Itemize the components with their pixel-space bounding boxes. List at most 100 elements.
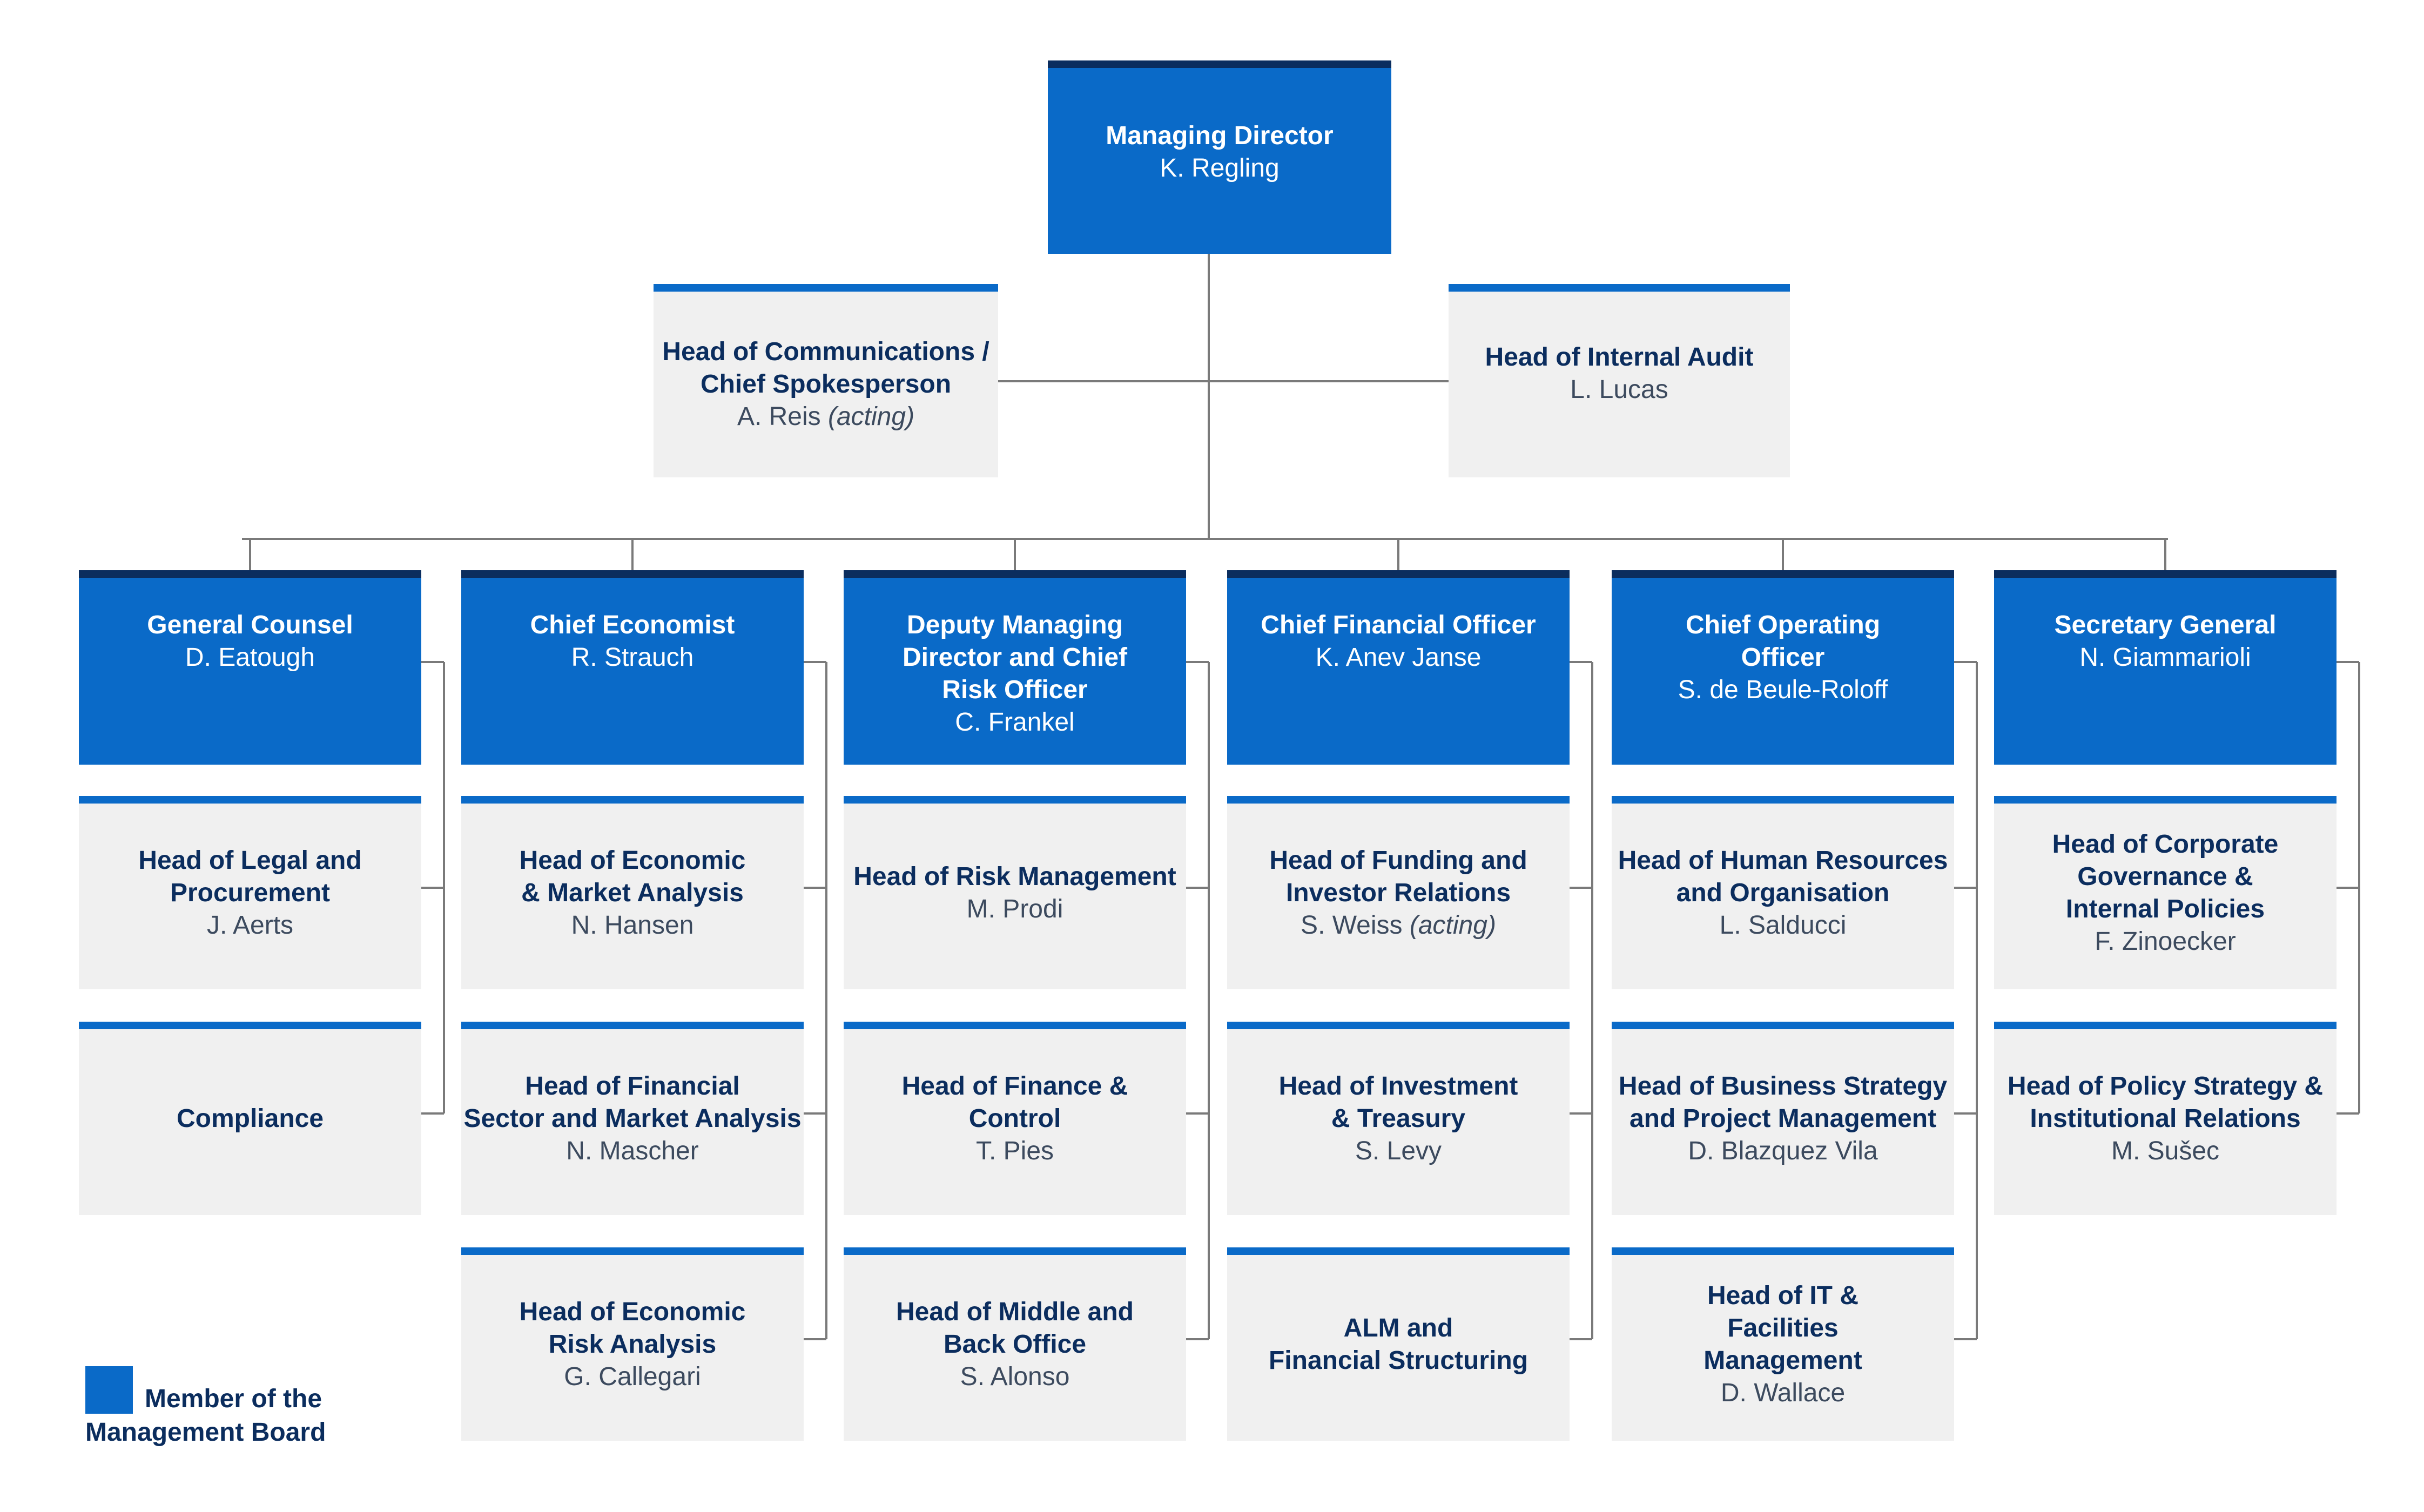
division-box-head-of-finance-control-person: T. Pies <box>975 1137 1054 1165</box>
board-box-chief-economist-title-line-1: Chief Economist <box>530 611 735 639</box>
board-box-deputy-managing-director-and-chief-risk-officer-person: C. Frankel <box>955 708 1075 737</box>
division-box-head-of-economic-market-analysis: Head of Economic & Market Analysis N. Hans… <box>461 796 804 989</box>
board-box-secretary-general-text: Secretary General N. Giammarioli <box>1996 609 2334 674</box>
division-box-head-of-corporate-governance-internal-policies-person: F. Zinoecker <box>2095 927 2236 956</box>
board-box-general-counsel: General Counsel D. Eatough <box>79 570 421 765</box>
managing-director-name: K. Regling <box>1160 154 1280 183</box>
division-box-head-of-investment-treasury-title-line-1: Head of Investment <box>1278 1072 1518 1101</box>
board-box-secretary-general-title-line-1: Secretary General <box>2054 611 2277 639</box>
division-box-head-of-business-strategy-and-project-management-person: D. Blazquez Vila <box>1688 1137 1878 1165</box>
division-box-head-of-middle-and-back-office-title-line-2: Back Office <box>943 1330 1087 1359</box>
board-box-chief-economist: Chief Economist R. Strauch <box>461 570 804 765</box>
division-box-head-of-legal-and-procurement-title-line-2: Procurement <box>170 879 331 907</box>
communications-name: A. Reis (acting) <box>656 401 996 433</box>
board-box-general-counsel-text: General Counsel D. Eatough <box>81 609 419 674</box>
board-box-chief-economist-text: Chief Economist R. Strauch <box>463 609 802 674</box>
division-box-head-of-human-resources-and-organisation-title-line-1: Head of Human Resources <box>1618 846 1948 875</box>
division-box-head-of-legal-and-procurement-title-line-1: Head of Legal and <box>138 846 362 875</box>
communications-person: A. Reis <box>737 402 821 431</box>
managing-director-title: Managing Director <box>1106 122 1334 150</box>
division-box-head-of-economic-market-analysis-person: N. Hansen <box>571 911 694 940</box>
board-box-chief-financial-officer-text: Chief Financial Officer K. Anev Janse <box>1229 609 1567 674</box>
board-box-secretary-general-person: N. Giammarioli <box>2079 643 2251 672</box>
division-box-head-of-finance-control-title-line-2: Control <box>968 1104 1061 1133</box>
division-box-head-of-funding-and-investor-relations-acting: (acting) <box>1409 911 1496 940</box>
internal-audit-title: Head of Internal Audit <box>1485 343 1754 372</box>
division-box-head-of-economic-market-analysis-title-line-2: & Market Analysis <box>521 879 744 907</box>
division-box-head-of-corporate-governance-internal-policies-title-line-2: Governance & <box>2077 862 2253 891</box>
division-box-compliance-title-line-1: Compliance <box>176 1104 324 1133</box>
board-box-deputy-managing-director-and-chief-risk-officer-title-line-1: Deputy Managing <box>906 611 1123 639</box>
board-box-general-counsel-person: D. Eatough <box>185 643 315 672</box>
division-box-head-of-it-facilities-management-title-line-3: Management <box>1703 1346 1862 1375</box>
legend-line-2: Management Board <box>85 1418 326 1447</box>
board-box-deputy-managing-director-and-chief-risk-officer-title-line-3: Risk Officer <box>942 676 1088 704</box>
division-box-alm-and-financial-structuring-title-line-2: Financial Structuring <box>1268 1346 1529 1375</box>
division-box-head-of-economic-market-analysis-title-line-1: Head of Economic <box>519 846 746 875</box>
communications-acting: (acting) <box>828 402 915 431</box>
division-box-head-of-funding-and-investor-relations-title-line-2: Investor Relations <box>1285 879 1511 907</box>
board-box-chief-financial-officer-title-line-1: Chief Financial Officer <box>1261 611 1536 639</box>
managing-director-box: Managing Director K. Regling <box>1048 60 1391 254</box>
division-box-head-of-it-facilities-management-title-line-2: Facilities <box>1727 1314 1839 1342</box>
communications-box: Head of Communications / Chief Spokesper… <box>654 284 998 477</box>
division-box-head-of-business-strategy-and-project-management-title-line-1: Head of Business Strategy <box>1618 1072 1948 1101</box>
division-box-head-of-it-facilities-management-title-line-1: Head of IT & <box>1707 1281 1859 1310</box>
communications-title-line-2: Chief Spokesperson <box>700 370 952 399</box>
division-box-head-of-financial-sector-and-market-analysis-person: N. Mascher <box>566 1137 699 1165</box>
division-box-head-of-investment-treasury-title-line-2: & Treasury <box>1331 1104 1466 1133</box>
division-box-head-of-economic-market-analysis-text: Head of Economic & Market Analysis N. Hans… <box>463 845 802 942</box>
division-box-head-of-financial-sector-and-market-analysis-title-line-1: Head of Financial <box>525 1072 740 1101</box>
division-box-head-of-economic-risk-analysis-person: G. Callegari <box>564 1362 701 1391</box>
communications-title-line-1: Head of Communications / <box>662 338 989 366</box>
board-box-chief-operating-officer-title-line-2: Officer <box>1741 643 1825 672</box>
board-box-general-counsel-title-line-1: General Counsel <box>147 611 353 639</box>
internal-audit-box: Head of Internal Audit L. Lucas <box>1449 284 1790 477</box>
board-box-chief-operating-officer-title-line-1: Chief Operating <box>1685 611 1881 639</box>
division-box-head-of-policy-strategy-institutional-relations: Head of Policy Strategy &Institutional R… <box>1994 1022 2337 1215</box>
division-box-alm-and-financial-structuring-title-line-1: ALM and <box>1343 1314 1453 1342</box>
division-box-head-of-risk-management-title-line-1: Head of Risk Management <box>853 862 1176 891</box>
division-box-head-of-funding-and-investor-relations-person: S. Weiss (acting) <box>1301 911 1496 940</box>
division-box-head-of-legal-and-procurement-person: J. Aerts <box>206 911 294 940</box>
board-box-chief-economist-person: R. Strauch <box>571 643 694 672</box>
division-box-head-of-funding-and-investor-relations-title-line-1: Head of Funding and <box>1269 846 1527 875</box>
division-box-head-of-policy-strategy-institutional-relations-text: Head of Policy Strategy &Institutional R… <box>1996 1070 2334 1167</box>
division-box-head-of-economic-risk-analysis-title-line-2: Risk Analysis <box>548 1330 717 1359</box>
division-box-head-of-it-facilities-management-person: D. Wallace <box>1720 1379 1846 1407</box>
board-box-chief-operating-officer-person: S. de Beule-Roloff <box>1678 676 1888 704</box>
division-box-head-of-corporate-governance-internal-policies-title-line-3: Internal Policies <box>2065 895 2265 923</box>
internal-audit-name: L. Lucas <box>1570 375 1668 404</box>
division-box-head-of-middle-and-back-office-person: S. Alonso <box>960 1362 1070 1391</box>
division-box-head-of-financial-sector-and-market-analysis-title-line-2: Sector and Market Analysis <box>463 1104 802 1133</box>
board-box-chief-financial-officer-person: K. Anev Janse <box>1315 643 1482 672</box>
division-box-head-of-policy-strategy-institutional-relations-person: M. Sušec <box>2111 1137 2220 1165</box>
